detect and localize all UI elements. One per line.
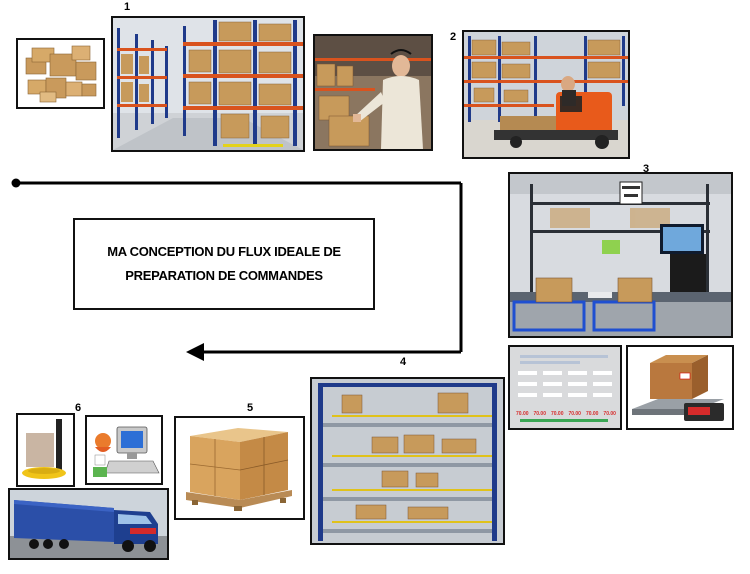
scale-value: 70.00 <box>603 411 616 417</box>
scale-values: 70.00 70.00 70.00 70.00 70.00 70.00 <box>516 411 616 417</box>
flow-arrowhead <box>186 343 204 361</box>
step-number-2: 2 <box>450 31 457 43</box>
screen-cell <box>593 371 612 375</box>
step-number-1: 1 <box>124 1 131 13</box>
stretch-wrapper-image <box>16 413 75 487</box>
scale-screen-bg: 70.00 70.00 70.00 70.00 70.00 70.00 <box>510 347 620 428</box>
carton-flow-rack-image <box>310 377 505 545</box>
scale-value: 70.00 <box>533 411 546 417</box>
screen-cell <box>568 371 587 375</box>
scale-value: 70.00 <box>516 411 529 417</box>
scale-value: 70.00 <box>568 411 581 417</box>
cardboard-boxes-image <box>16 38 105 109</box>
picking-station-image <box>508 172 733 338</box>
title-line-1: MA CONCEPTION DU FLUX IDEALE DE <box>107 244 341 259</box>
screen-cell <box>518 393 537 397</box>
scale-value: 70.00 <box>550 411 564 417</box>
step-number-6: 6 <box>75 402 82 414</box>
scale-display-screen: 70.00 70.00 70.00 70.00 70.00 70.00 <box>508 345 622 430</box>
warehouse-racks-image <box>111 16 305 152</box>
screen-cell <box>543 382 562 386</box>
title-line-2: PREPARATION DE COMMANDES <box>125 268 323 283</box>
step-number-4: 4 <box>400 356 407 368</box>
step-number-5: 5 <box>247 402 254 414</box>
screen-cell <box>568 382 587 386</box>
screen-bar <box>520 361 580 364</box>
screen-cell <box>543 393 562 397</box>
delivery-truck-image <box>8 488 169 560</box>
screen-grid <box>518 371 612 401</box>
scale-value: 70.00 <box>585 411 599 417</box>
palletized-boxes-image <box>174 416 305 520</box>
step-number-3: 3 <box>643 163 650 175</box>
screen-cell <box>518 382 537 386</box>
screen-cell <box>543 371 562 375</box>
screen-cell <box>593 382 612 386</box>
screen-cell <box>568 393 587 397</box>
screen-cell <box>593 393 612 397</box>
screen-bar-green <box>520 419 608 422</box>
parcel-on-scale-image <box>626 345 734 430</box>
diagram-title: MA CONCEPTION DU FLUX IDEALE DE PREPARAT… <box>107 240 341 288</box>
screen-cell <box>518 371 537 375</box>
diagram-title-box: MA CONCEPTION DU FLUX IDEALE DE PREPARAT… <box>73 218 375 310</box>
computer-clipart-image <box>85 415 163 485</box>
operator-headset-image <box>313 34 433 151</box>
order-picker-forklift-image <box>462 30 630 159</box>
screen-bar <box>520 355 608 358</box>
